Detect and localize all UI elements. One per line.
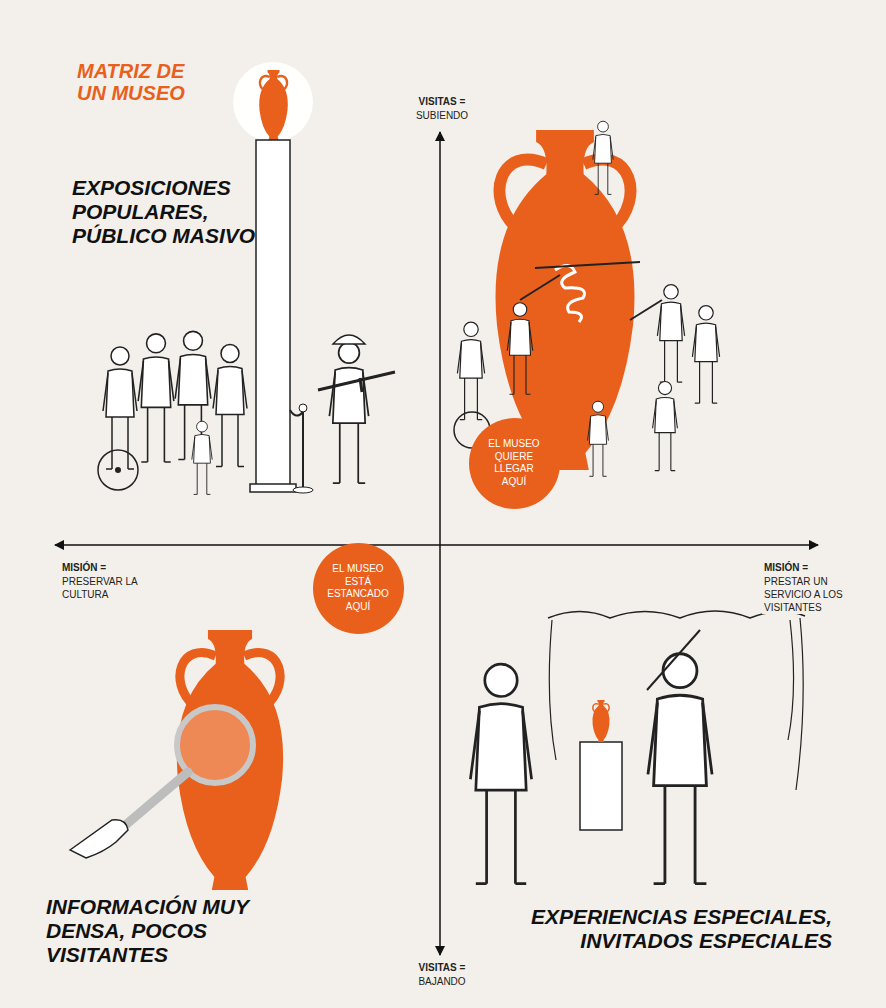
axis-label: VISITAS = xyxy=(405,96,479,108)
axis-line xyxy=(439,132,441,955)
axis-label: BAJANDO xyxy=(400,975,484,988)
quadrant-heading: INFORMACIÓN MUY DENSA, POCOS VISITANTES xyxy=(46,895,291,967)
axis-label: SUBIENDO xyxy=(400,109,484,122)
axis-label: PRESERVAR LA CULTURA xyxy=(60,575,152,601)
title: MATRIZ DE UN MUSEO xyxy=(77,60,207,104)
axis-label: MISIÓN = xyxy=(60,562,144,574)
axis-line xyxy=(55,544,818,546)
callout-circle: EL MUSEO QUIERE LLEGAR AQUÍ xyxy=(469,418,560,509)
axis-label: PRESTAR UN SERVICIO A LOS VISITANTES xyxy=(762,575,874,614)
quadrant-heading: EXPOSICIONES POPULARES, PÚBLICO MASIVO xyxy=(72,176,287,248)
axis-label: MISIÓN = xyxy=(762,562,846,574)
popular-exhibit xyxy=(98,62,395,494)
quadrant-heading: EXPERIENCIAS ESPECIALES, INVITADOS ESPEC… xyxy=(468,905,832,953)
axis-label: VISITAS = xyxy=(405,962,479,974)
circle-text: EL MUSEO QUIERE LLEGAR AQUÍ xyxy=(481,438,547,488)
callout-circle: EL MUSEO ESTÁ ESTANCADO AQUÍ xyxy=(313,543,404,634)
circle-text: EL MUSEO ESTÁ ESTANCADO AQUÍ xyxy=(325,563,391,613)
study-scene xyxy=(70,630,283,890)
guided-visit xyxy=(470,611,805,884)
